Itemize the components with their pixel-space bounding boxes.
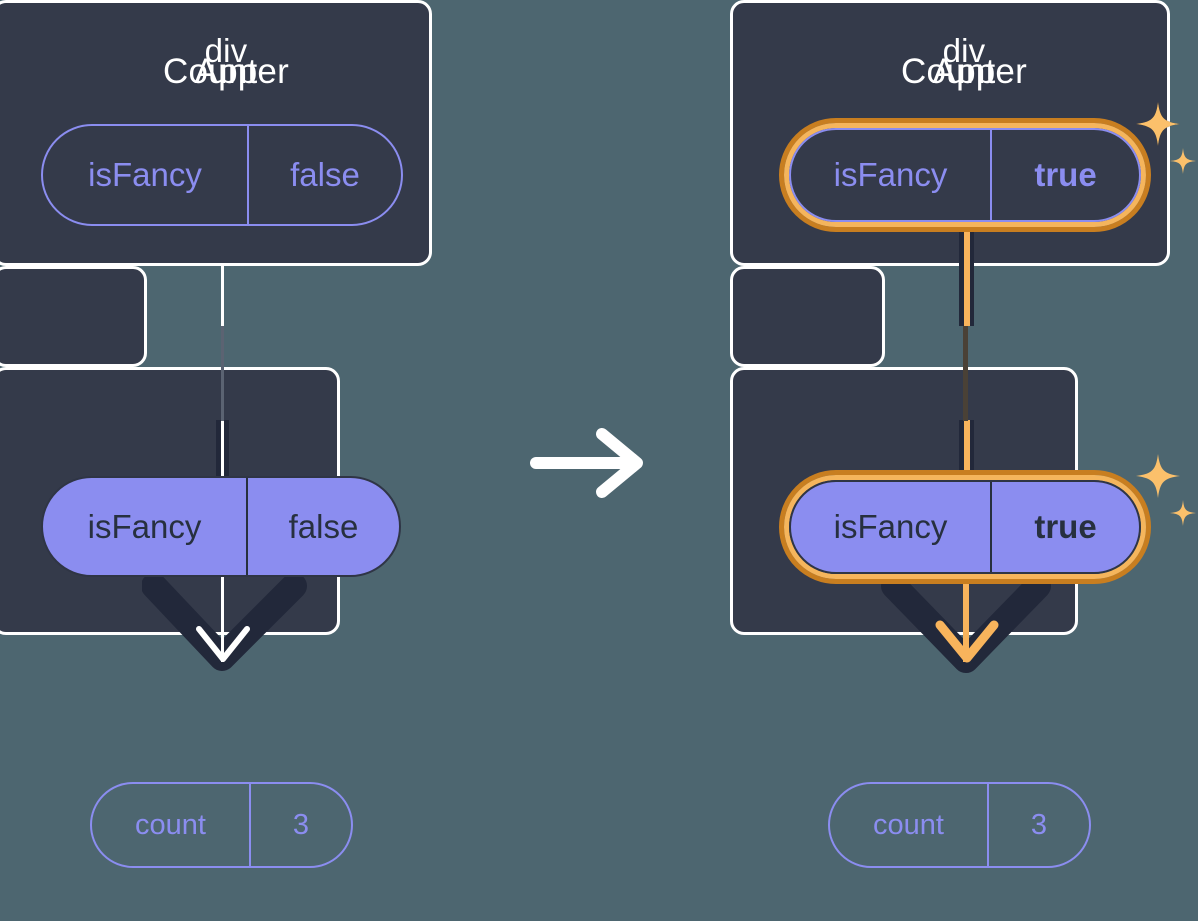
counter-card-title-after: Counter: [901, 52, 1027, 91]
wire-app-to-div-after-inner: [964, 228, 970, 326]
prop-pill-after[interactable]: isFancy true: [789, 480, 1141, 574]
wire-app-to-div: [221, 266, 224, 326]
arrow-head-white: [196, 626, 250, 662]
counter-card-title: Counter: [163, 52, 289, 91]
wire-prop-to-counter-shaft-after: [963, 570, 969, 662]
app-state-pill-after[interactable]: isFancy true: [789, 128, 1141, 222]
div-card-after: div: [730, 32, 985, 367]
counter-state-pill-key-after: count: [873, 808, 944, 841]
diagram-panel-after: App isFancy true div isFancy true: [730, 0, 1198, 921]
wire-div-to-prop-inner: [221, 420, 224, 482]
app-state-pill[interactable]: isFancy false: [41, 124, 403, 226]
prop-pill[interactable]: isFancy false: [41, 476, 401, 577]
counter-state-pill-value-after: 3: [987, 784, 1089, 866]
prop-pill-key: isFancy: [87, 507, 202, 545]
counter-state-pill[interactable]: count 3: [90, 782, 353, 868]
counter-state-pill-key: count: [135, 808, 206, 841]
diagram-panel-before: App isFancy false div isFancy false Coun…: [0, 0, 460, 921]
div-card: div: [0, 32, 247, 367]
app-state-pill-key-after: isFancy: [833, 156, 948, 193]
div-card-title: div: [204, 32, 248, 69]
app-state-pill-value: false: [247, 126, 401, 224]
div-card-title-after: div: [942, 32, 986, 69]
prop-pill-value-after: true: [990, 482, 1139, 572]
wire-div-to-prop-after-inner: [964, 420, 970, 482]
app-state-pill-key: isFancy: [88, 156, 202, 193]
counter-state-pill-value: 3: [249, 784, 351, 866]
counter-state-pill-after[interactable]: count 3: [828, 782, 1091, 868]
app-card-title: App: [194, 52, 258, 91]
prop-pill-key-after: isFancy: [833, 508, 948, 545]
wire-prop-to-counter-shaft: [221, 570, 224, 662]
sparkle-icon-app: [1136, 102, 1196, 174]
wire-behind-div: [221, 326, 224, 421]
sparkle-icon-prop: [1136, 454, 1196, 526]
transition-arrow-icon: [530, 428, 643, 498]
arrow-head-orange: [935, 620, 999, 663]
wire-behind-div-after: [963, 326, 968, 421]
app-state-pill-value-after: true: [990, 130, 1139, 220]
app-card-title-after: App: [932, 52, 996, 91]
prop-pill-value: false: [246, 478, 399, 575]
